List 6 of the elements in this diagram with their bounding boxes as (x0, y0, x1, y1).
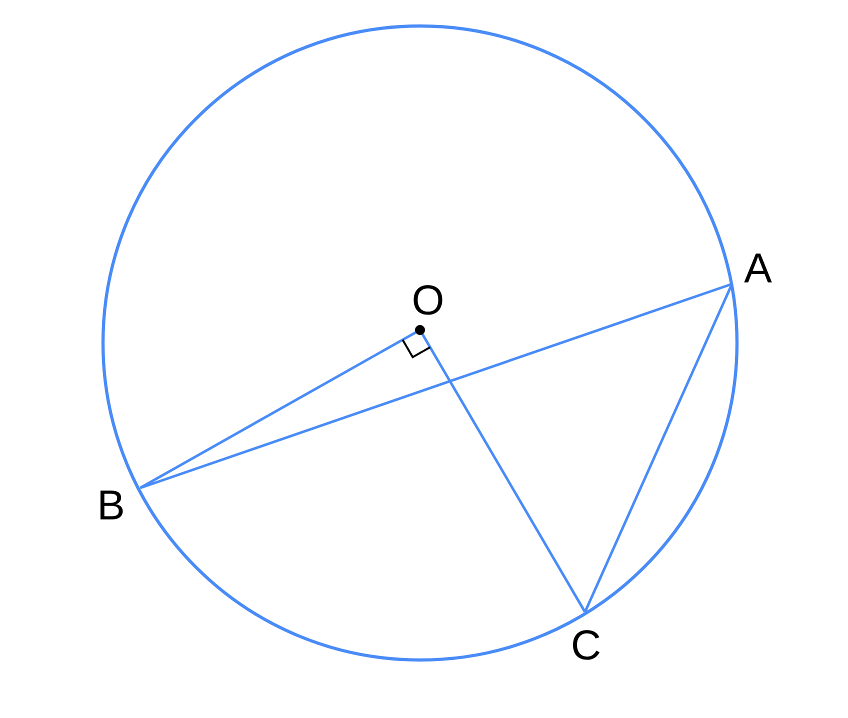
point-label: B (100, 490, 123, 520)
point-label: A (744, 254, 772, 282)
line-segment (584, 284, 734, 612)
point-label: C (573, 630, 600, 660)
line-segment (140, 282, 732, 490)
point-label: O (414, 285, 442, 315)
